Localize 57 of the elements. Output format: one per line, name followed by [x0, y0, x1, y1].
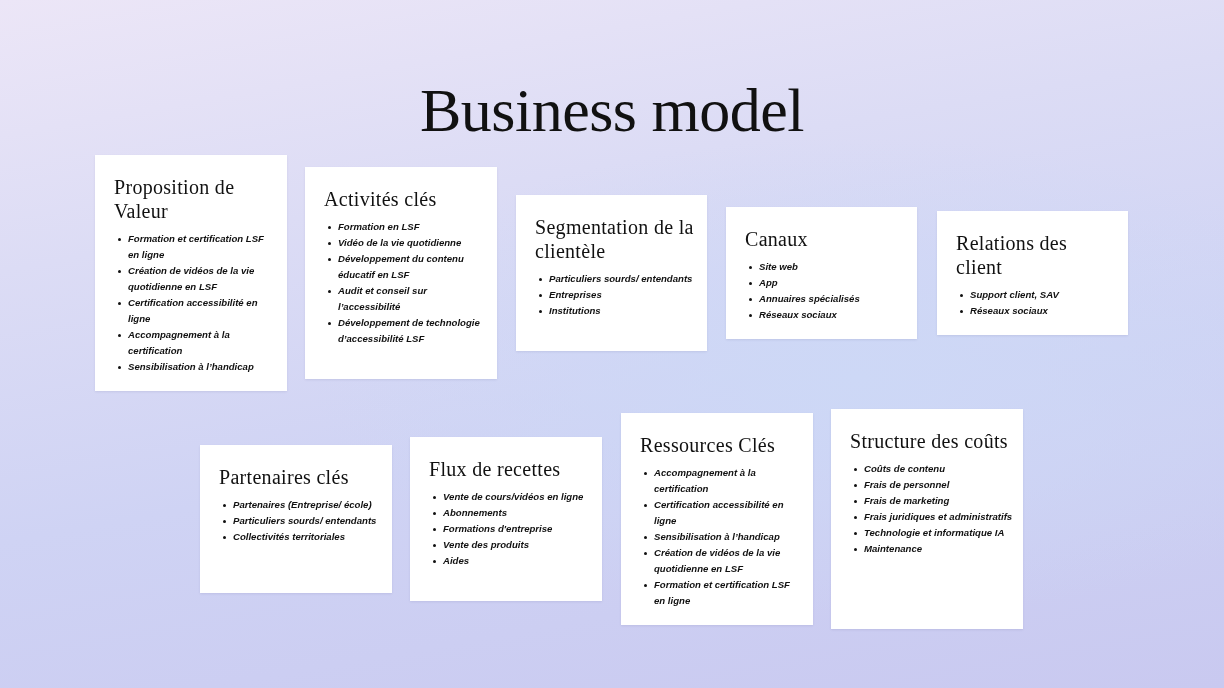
card-heading: Segmentation de la clientèle	[535, 215, 695, 263]
canvas-card	[410, 437, 602, 601]
bullet-item: App	[745, 275, 907, 291]
bullet-item: Audit et conseil sur l’accessibilité	[324, 283, 487, 315]
bullet-item: Coûts de contenu	[850, 461, 1013, 477]
card-heading: Relations des client	[956, 231, 1069, 279]
canvas-card	[726, 207, 917, 339]
bullet-item: Maintenance	[850, 541, 1013, 557]
bullet-item: Développement de technologie d’accessibilité LSF	[324, 315, 487, 347]
bullet-item: Création de vidéos de la vie quotidienne en LSF	[640, 545, 803, 577]
bullet-item: Annuaires spécialisés	[745, 291, 907, 307]
card-heading: Partenaires clés	[219, 465, 350, 489]
bullet-item: Sensibilisation à l’handicap	[114, 359, 277, 375]
bullet-item: Entreprises	[535, 287, 697, 303]
bullet-item: Développement du contenu éducatif en LSF	[324, 251, 487, 283]
bullet-item: Institutions	[535, 303, 697, 319]
bullet-item: Particuliers sourds/ entendants	[219, 513, 382, 529]
bullet-item: Support client, SAV	[956, 287, 1118, 303]
card-heading: Activités clés	[324, 187, 438, 211]
canvas-card	[95, 155, 287, 391]
canvas-card	[200, 445, 392, 593]
canvas-card	[937, 211, 1128, 335]
bullet-item: Formation en LSF	[324, 219, 487, 235]
bullet-item: Certification accessibilité en ligne	[640, 497, 803, 529]
bullet-item: Aides	[429, 553, 592, 569]
card-heading: Proposition de Valeur	[114, 175, 236, 223]
bullet-item: Site web	[745, 259, 907, 275]
bullet-item: Frais de marketing	[850, 493, 1013, 509]
card-heading: Ressources Clés	[640, 433, 777, 457]
bullet-item: Frais juridiques et administratifs	[850, 509, 1013, 525]
bullet-item: Sensibilisation à l’handicap	[640, 529, 803, 545]
card-heading: Structure des coûts	[850, 429, 1009, 453]
bullet-item: Réseaux sociaux	[745, 307, 907, 323]
bullet-item: Formations d'entreprise	[429, 521, 592, 537]
card-heading: Canaux	[745, 227, 809, 251]
bullet-item: Abonnements	[429, 505, 592, 521]
bullet-item: Formation et certification LSF en ligne	[640, 577, 803, 609]
canvas-card	[621, 413, 813, 625]
bullet-item: Collectivités territoriales	[219, 529, 382, 545]
bullet-item: Réseaux sociaux	[956, 303, 1118, 319]
bullet-item: Certification accessibilité en ligne	[114, 295, 277, 327]
bullet-item: Création de vidéos de la vie quotidienne en LSF	[114, 263, 277, 295]
card-heading: Flux de recettes	[429, 457, 562, 481]
bullet-item: Accompagnement à la certification	[640, 465, 803, 497]
bullet-item: Technologie et informatique IA	[850, 525, 1013, 541]
canvas-card	[516, 195, 707, 351]
bullet-item: Vente des produits	[429, 537, 592, 553]
bullet-item: Accompagnement à la certification	[114, 327, 277, 359]
canvas-card	[305, 167, 497, 379]
bullet-item: Vidéo de la vie quotidienne	[324, 235, 487, 251]
bullet-item: Vente de cours/vidéos en ligne	[429, 489, 592, 505]
bullet-item: Partenaires (Entreprise/ école)	[219, 497, 382, 513]
bullet-item: Particuliers sourds/ entendants	[535, 271, 697, 287]
page-title: Business model	[420, 75, 804, 146]
bullet-item: Frais de personnel	[850, 477, 1013, 493]
bullet-item: Formation et certification LSF en ligne	[114, 231, 277, 263]
canvas-card	[831, 409, 1023, 629]
